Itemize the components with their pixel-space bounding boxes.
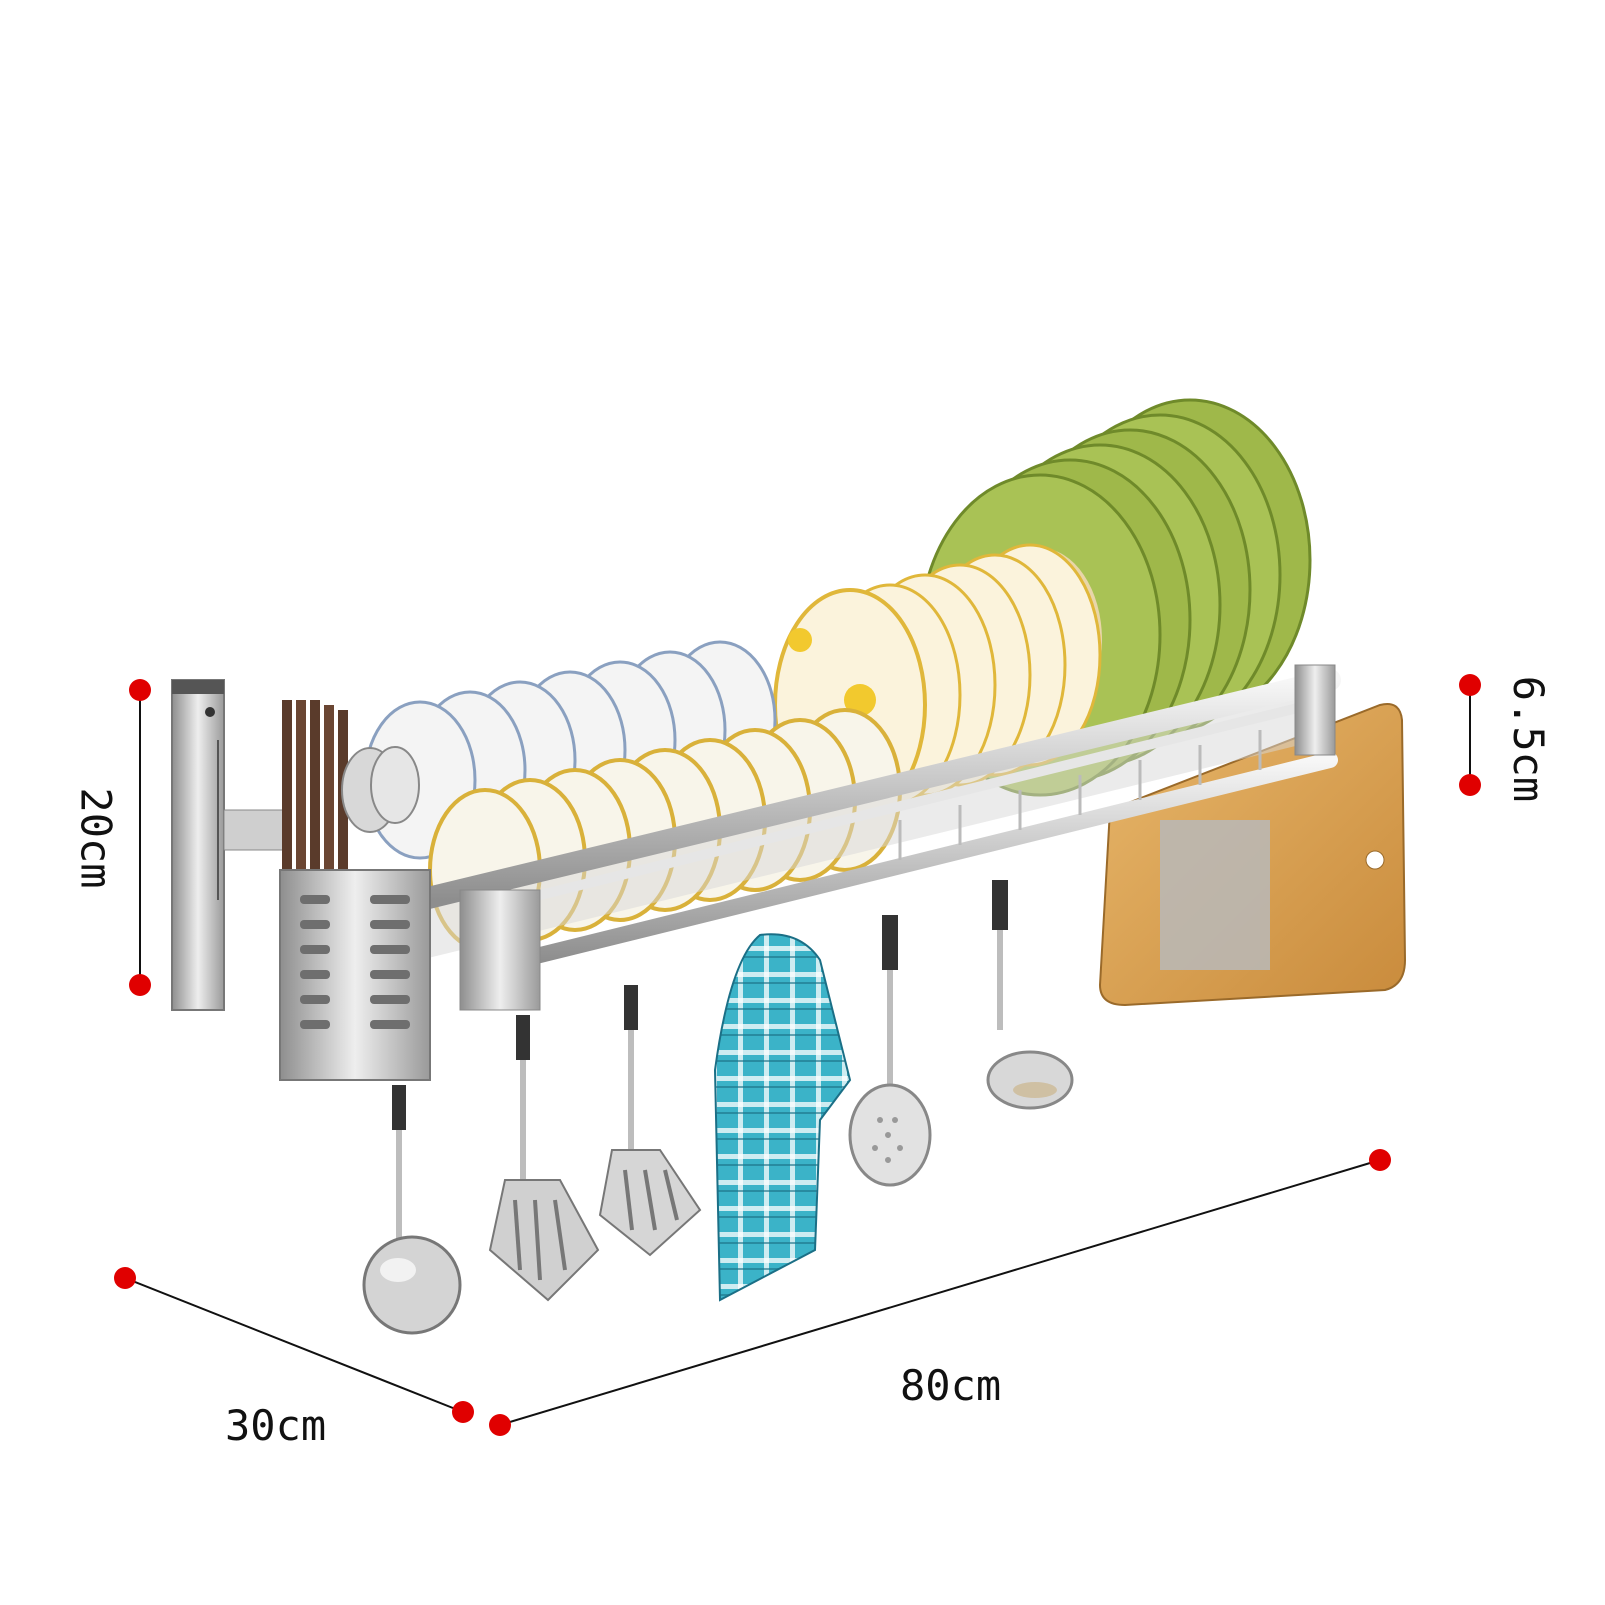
dimension-length <box>489 1149 1391 1436</box>
dimension-height <box>129 679 151 996</box>
depth-label: 30cm <box>225 1401 327 1450</box>
marker-dot <box>129 974 151 996</box>
marker-dot <box>1369 1149 1391 1171</box>
rail-height-label: 6.5cm <box>1504 675 1554 803</box>
slotted-spatula <box>488 1015 600 1302</box>
marker-dot <box>489 1414 511 1436</box>
height-label: 20cm <box>71 787 121 889</box>
spatula <box>598 985 702 1257</box>
soup-ladle <box>986 880 1074 1110</box>
marker-dot <box>129 679 151 701</box>
length-label: 80cm <box>900 1361 1002 1410</box>
spoons <box>341 746 420 833</box>
dimension-rail-height <box>1459 674 1481 796</box>
cutting-board <box>1098 703 1407 1007</box>
ladle <box>362 1085 462 1335</box>
marker-dot <box>1459 774 1481 796</box>
marker-dot <box>114 1267 136 1289</box>
dimension-depth <box>114 1267 474 1423</box>
chopsticks <box>282 700 348 875</box>
marker-dot <box>452 1401 474 1423</box>
utensil-holder <box>279 700 431 1081</box>
rack-frame <box>409 664 1341 1011</box>
knife-holder <box>171 679 285 1011</box>
skimmer <box>848 915 932 1187</box>
marker-dot <box>1459 674 1481 696</box>
towel <box>713 933 852 1302</box>
